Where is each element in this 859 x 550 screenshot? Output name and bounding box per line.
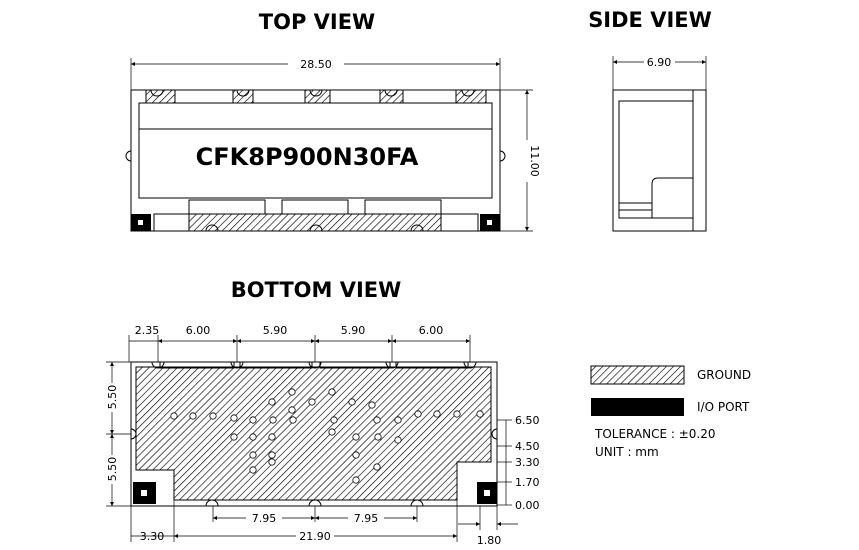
side-inner-step	[651, 177, 693, 218]
bottom-top-dim-3: 5.90	[263, 324, 288, 337]
part-number: CFK8P900N30FA	[196, 143, 419, 171]
bottom-top-slot-1	[159, 361, 235, 369]
top-bottom-notch-1	[205, 224, 219, 232]
bottom-notch-2	[230, 361, 244, 369]
bottom-bottom-dims: 7.95 7.95 3.30 21.90 1.80	[130, 500, 518, 547]
bottom-top-dim-5: 6.00	[419, 324, 444, 337]
top-edge-gap-1	[174, 89, 234, 104]
bottom-top-dim-4: 5.90	[341, 324, 366, 337]
top-notch-2	[236, 89, 250, 97]
bottom-side-notch-right	[491, 428, 498, 440]
legend: GROUND I/O PORT TOLERANCE : ±0.20 UNIT :…	[590, 365, 751, 459]
top-lid-main	[138, 128, 493, 199]
bottom-notch-4	[385, 361, 399, 369]
top-notch-3	[309, 89, 323, 97]
bottom-bottom-notch-1	[205, 499, 219, 507]
top-notch-1	[150, 89, 164, 97]
dim-label-bg-3	[258, 324, 292, 337]
dim-label-bg-4	[336, 324, 370, 337]
bottom-top-dim-1: 2.35	[135, 324, 160, 337]
top-bottom-gap-right	[440, 213, 479, 232]
legend-io-label: I/O PORT	[697, 400, 750, 414]
legend-io-swatch	[591, 398, 684, 416]
top-bottom-gap-left	[153, 213, 190, 232]
top-bottom-ground-strip	[153, 213, 479, 232]
dim-label-bg-2	[181, 324, 215, 337]
bottom-io-pad-right-mark	[484, 490, 490, 496]
bottom-right-dim-2: 4.50	[515, 440, 540, 453]
bottom-right-dim-3: 3.30	[515, 456, 540, 469]
side-substrate	[692, 89, 707, 232]
bottom-pitch-right: 7.95	[354, 512, 379, 525]
top-side-notch-left	[125, 150, 132, 162]
legend-ground-swatch	[590, 365, 685, 385]
bottom-vias	[170, 388, 484, 484]
bottom-top-dim-2: 6.00	[186, 324, 211, 337]
unit-note: UNIT : mm	[595, 445, 659, 459]
bottom-right-dim-5: 0.00	[515, 499, 540, 512]
side-view: SIDE VIEW 6.90	[588, 8, 712, 232]
side-view-title: SIDE VIEW	[588, 8, 712, 32]
bottom-bottom-notch-2	[308, 499, 322, 507]
bottom-bottom-notch-3	[410, 499, 424, 507]
top-io-pad-right-mark	[487, 220, 492, 225]
tolerance-note: TOLERANCE : ±0.20	[594, 427, 716, 441]
bottom-top-dims: 2.35 6.00 5.90 5.90 6.00	[128, 324, 471, 362]
top-io-pad-left-mark	[138, 220, 143, 225]
bottom-notch-3	[308, 361, 322, 369]
bottom-right-dim-1: 6.50	[515, 414, 540, 427]
bottom-pitch-left: 7.95	[252, 512, 277, 525]
top-edge-gap-2	[252, 89, 306, 104]
bottom-right-dims: 6.50 4.50 3.30 1.70 0.00	[497, 414, 540, 512]
bottom-right-dim-4: 1.70	[515, 476, 540, 489]
bottom-left-dim-2: 5.50	[106, 457, 119, 482]
bottom-view: BOTTOM VIEW 2.35 6.00 5.90 5.90 6.00	[106, 278, 540, 547]
bottom-outline	[130, 361, 498, 507]
top-lid-upper	[138, 102, 493, 130]
top-side-notch-right	[499, 150, 506, 162]
top-pad-3	[364, 199, 442, 215]
bottom-dim-left-label: 3.30	[140, 530, 165, 543]
top-edge-gap-3	[329, 89, 381, 104]
top-view: TOP VIEW 28.50 11.00 CFK8P900N30FA	[125, 10, 541, 232]
top-notch-4	[384, 89, 398, 97]
top-height-label: 11.00	[528, 145, 541, 177]
bottom-dim-right-label: 1.80	[477, 534, 502, 547]
top-view-title: TOP VIEW	[259, 10, 375, 34]
bottom-top-slot-4	[395, 361, 469, 369]
top-bottom-notch-2	[309, 224, 323, 232]
bottom-view-title: BOTTOM VIEW	[231, 278, 402, 302]
top-pad-1	[188, 199, 266, 215]
bottom-ground-plane	[135, 366, 492, 501]
legend-ground-label: GROUND	[697, 368, 751, 382]
bottom-io-pad-left-mark	[141, 490, 147, 496]
top-width-label: 28.50	[300, 58, 332, 71]
bottom-notch-5	[463, 361, 477, 369]
side-depth-label: 6.90	[647, 56, 672, 69]
bottom-left-dim-1: 5.50	[106, 385, 119, 410]
dim-label-bg-5	[414, 324, 448, 337]
top-bottom-notch-3	[410, 224, 424, 232]
bottom-notch-1	[151, 361, 165, 369]
top-notch-5	[461, 89, 475, 97]
top-edge-gap-4	[402, 89, 457, 104]
bottom-top-slot-2	[239, 361, 313, 369]
bottom-left-dims: 5.50 5.50	[106, 361, 131, 507]
bottom-side-notch-left	[130, 428, 137, 440]
side-lid	[618, 100, 694, 219]
top-pad-2	[281, 199, 349, 215]
bottom-dim-span-label: 21.90	[299, 530, 331, 543]
